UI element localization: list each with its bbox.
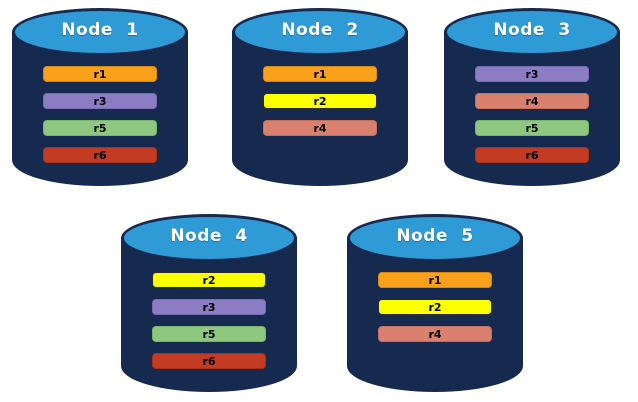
- replica-bar-r6: r6: [475, 147, 589, 163]
- cylinder-top-ellipse: Node 5: [347, 214, 523, 262]
- node-title: Node 2: [281, 20, 359, 40]
- replica-bar-list: r1 r2 r4: [263, 66, 377, 136]
- node-title: Node 1: [61, 20, 139, 40]
- replica-bar-r1: r1: [43, 66, 157, 82]
- node-title: Node 5: [396, 226, 474, 246]
- node-title: Node 4: [170, 226, 248, 246]
- replica-bar-r4: r4: [378, 326, 492, 342]
- replica-bar-r2: r2: [378, 299, 492, 315]
- node-cylinder-2: Node 2 r1 r2 r4: [232, 8, 408, 186]
- replica-bar-r6: r6: [152, 353, 266, 369]
- replica-bar-r5: r5: [152, 326, 266, 342]
- cylinder-top-ellipse: Node 2: [232, 8, 408, 56]
- node-cylinder-5: Node 5 r1 r2 r4: [347, 214, 523, 392]
- replica-bar-r1: r1: [263, 66, 377, 82]
- cylinder-top-ellipse: Node 3: [444, 8, 620, 56]
- node-title: Node 3: [493, 20, 571, 40]
- replica-bar-r2: r2: [263, 93, 377, 109]
- replica-bar-r6: r6: [43, 147, 157, 163]
- replica-bar-r3: r3: [152, 299, 266, 315]
- replica-bar-r5: r5: [43, 120, 157, 136]
- node-cylinder-1: Node 1 r1 r3 r5 r6: [12, 8, 188, 186]
- replica-bar-list: r1 r2 r4: [378, 272, 492, 342]
- replica-bar-r3: r3: [43, 93, 157, 109]
- replica-bar-list: r1 r3 r5 r6: [43, 66, 157, 163]
- replica-bar-r3: r3: [475, 66, 589, 82]
- replica-bar-r4: r4: [475, 93, 589, 109]
- node-cylinder-4: Node 4 r2 r3 r5 r6: [121, 214, 297, 392]
- cylinder-top-ellipse: Node 1: [12, 8, 188, 56]
- replica-bar-r2: r2: [152, 272, 266, 288]
- replica-bar-r4: r4: [263, 120, 377, 136]
- replica-bar-r5: r5: [475, 120, 589, 136]
- cylinder-top-ellipse: Node 4: [121, 214, 297, 262]
- node-cylinder-3: Node 3 r3 r4 r5 r6: [444, 8, 620, 186]
- replica-bar-r1: r1: [378, 272, 492, 288]
- replica-bar-list: r2 r3 r5 r6: [152, 272, 266, 369]
- replica-bar-list: r3 r4 r5 r6: [475, 66, 589, 163]
